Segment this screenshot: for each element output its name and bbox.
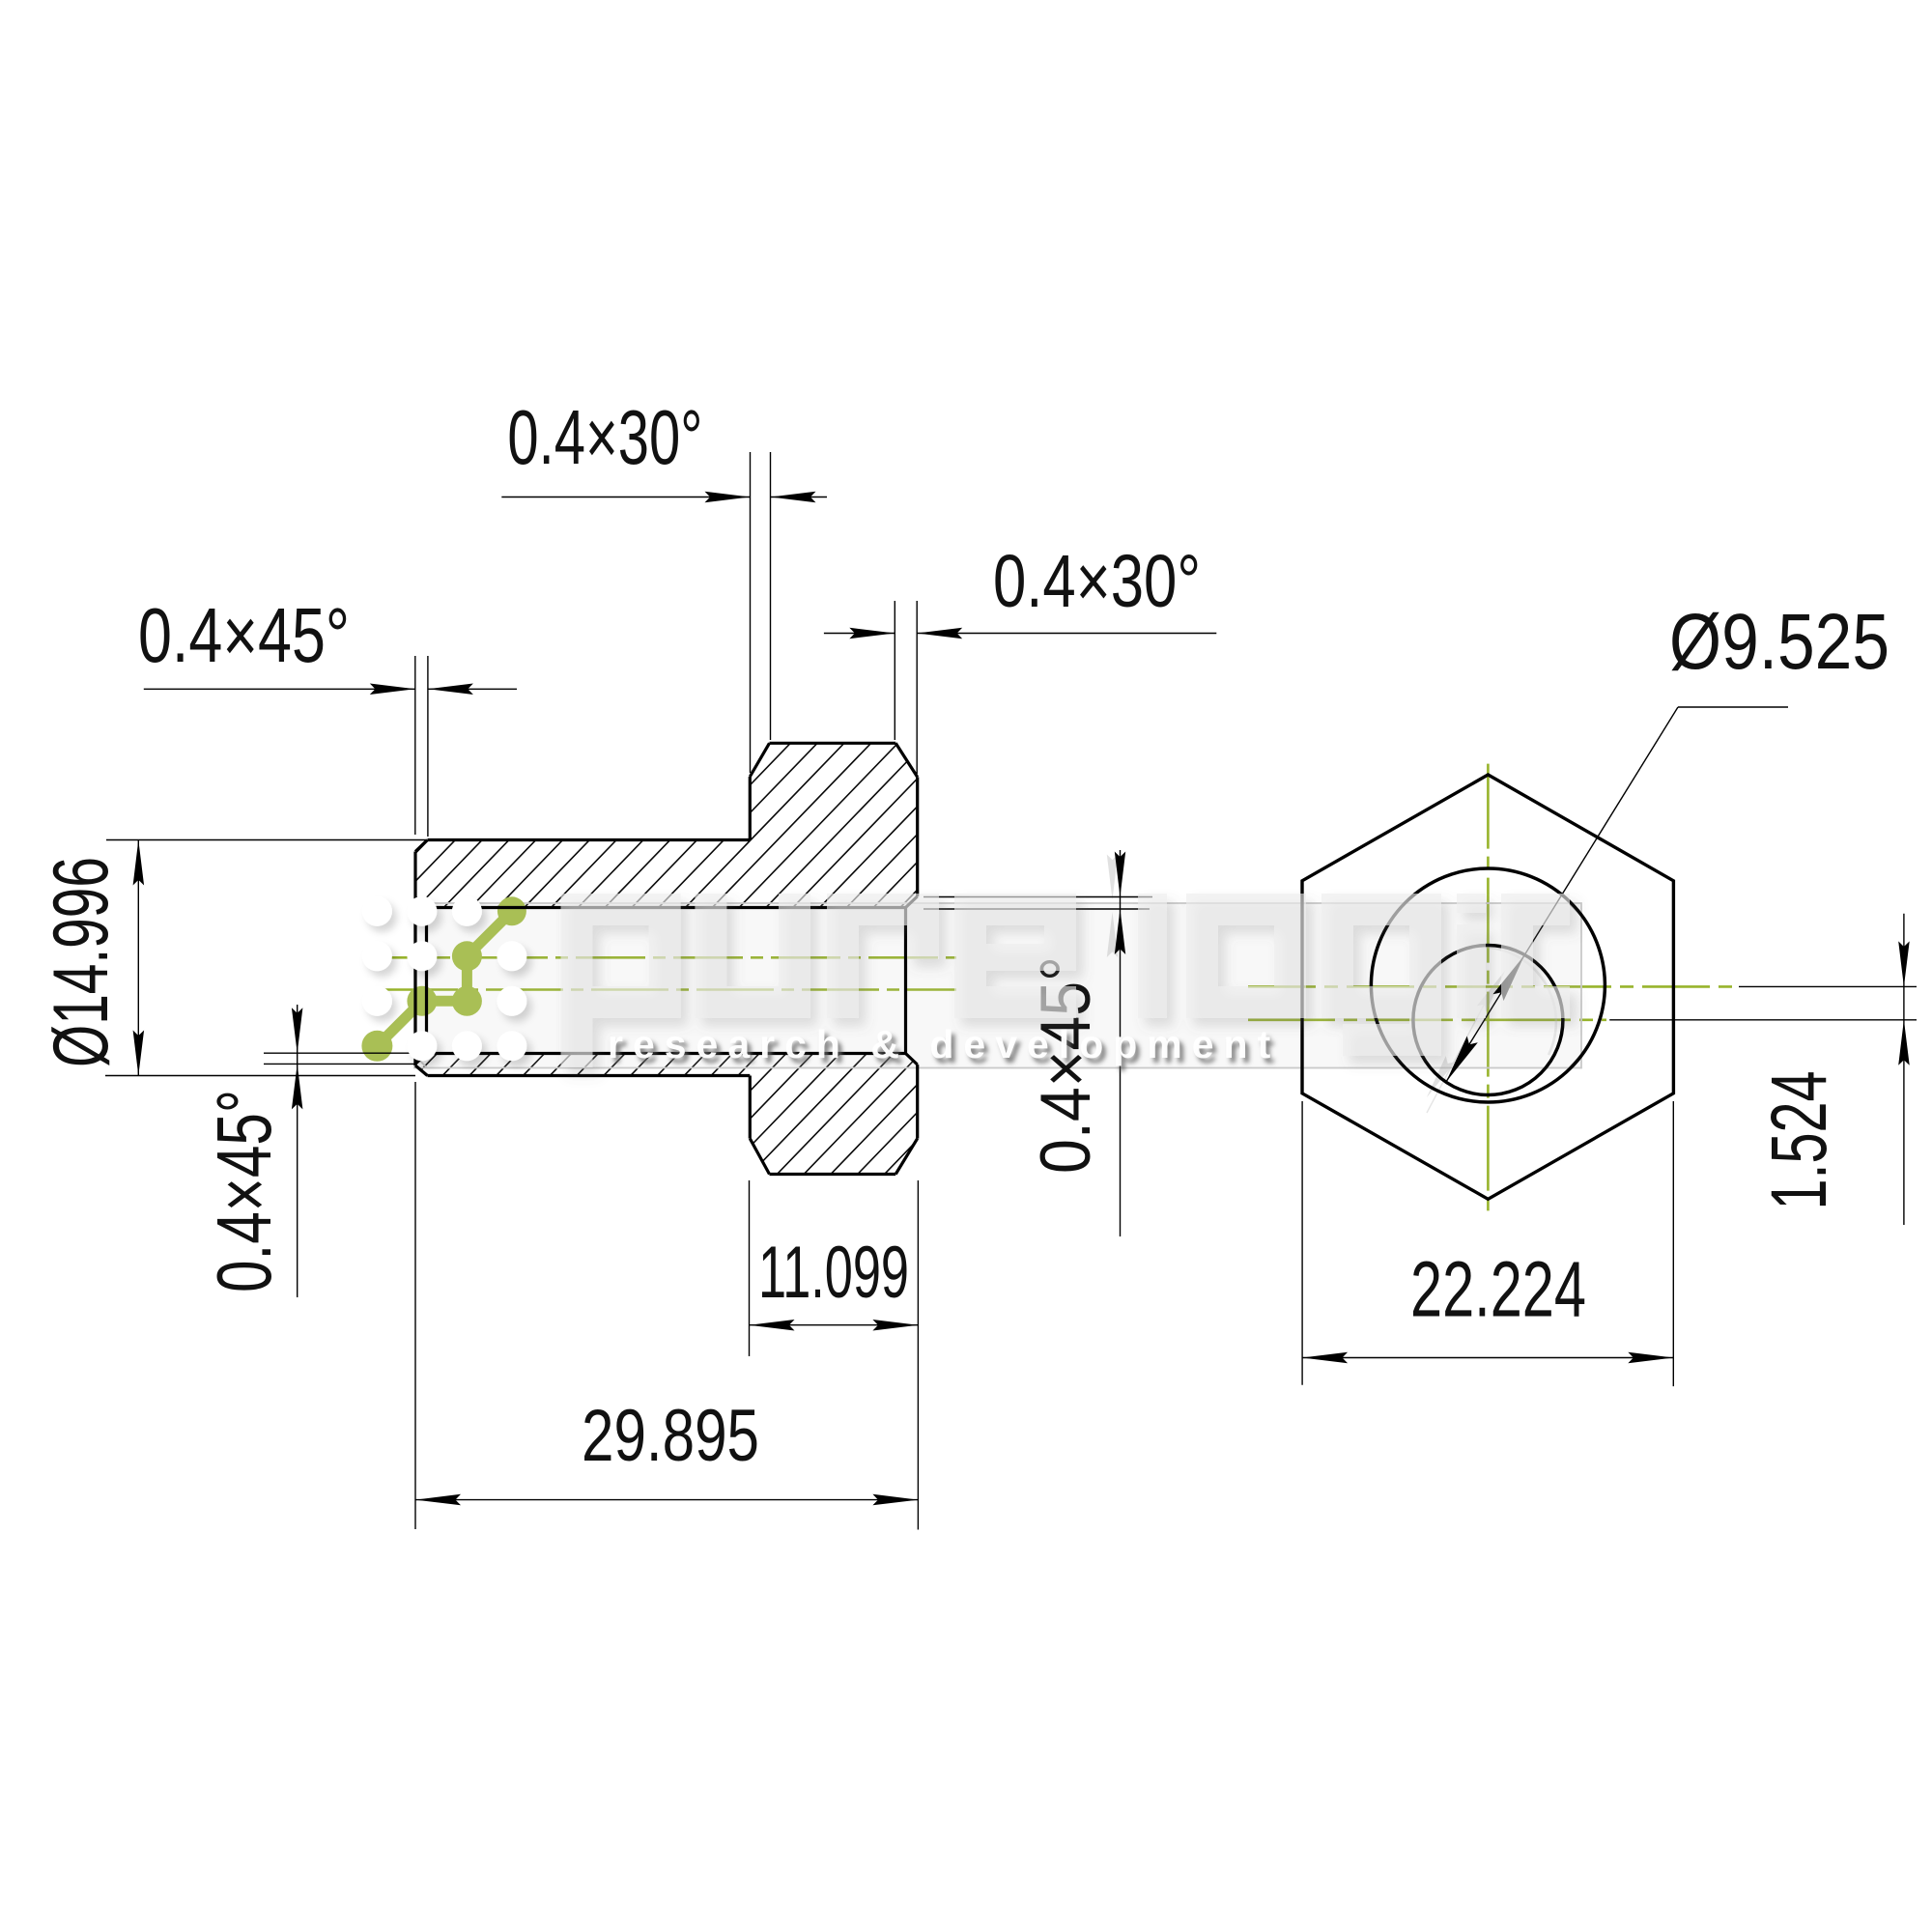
svg-text:Ø14.996: Ø14.996 [38, 857, 125, 1067]
svg-text:0.4×30°: 0.4×30° [507, 394, 702, 480]
svg-text:0.4×45°: 0.4×45° [201, 1090, 287, 1292]
svg-text:11.099: 11.099 [758, 1232, 909, 1314]
svg-text:22.224: 22.224 [1410, 1245, 1586, 1333]
svg-text:29.895: 29.895 [582, 1395, 759, 1477]
svg-text:0.4×45°: 0.4×45° [138, 592, 350, 678]
svg-text:1.524: 1.524 [1755, 1071, 1843, 1210]
svg-text:research & development: research & development [608, 1022, 1280, 1066]
svg-text:Ø9.525: Ø9.525 [1669, 598, 1889, 686]
svg-text:0.4×30°: 0.4×30° [993, 540, 1201, 623]
